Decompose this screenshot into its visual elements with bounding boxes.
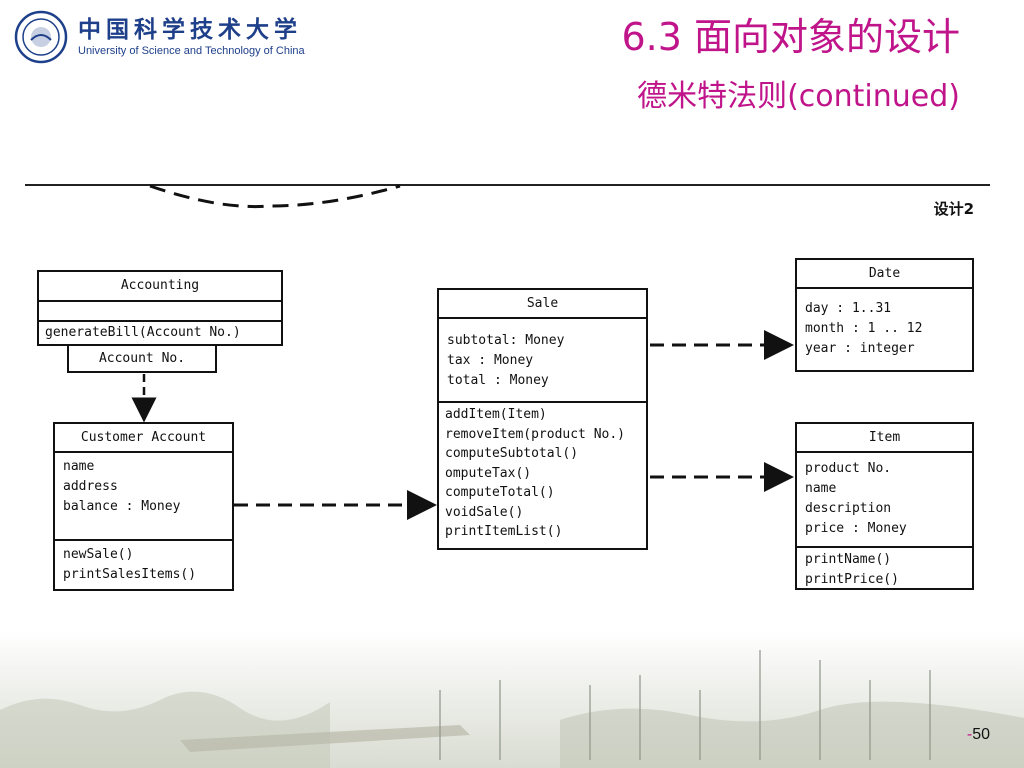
university-name-cn: 中国科学技术大学 (78, 16, 302, 43)
attribute: subtotal: Money (447, 333, 565, 348)
class-name: Sale (439, 290, 646, 319)
attributes-empty (39, 302, 281, 320)
method: removeItem(product No.) (445, 426, 626, 442)
class-name: Customer Account (55, 424, 232, 453)
method: omputeTax() (445, 465, 532, 481)
attribute: description (805, 501, 892, 516)
qualifier-label: Account No. (98, 351, 186, 366)
class-name: Accounting (39, 272, 281, 302)
slide-title: 6.3 面向对象的设计 (621, 15, 960, 59)
qualifier-account-no: Account No. (67, 344, 217, 373)
figure-label: 设计2 (933, 200, 974, 218)
class-sale: Sale subtotal: Money tax : Money total :… (437, 288, 648, 550)
method: printItemList() (445, 524, 563, 539)
attribute: tax : Money (447, 353, 534, 368)
attributes: product No. name description price : Mon… (797, 453, 972, 546)
attribute: total : Money (447, 373, 549, 388)
university-seal-icon (14, 10, 68, 64)
attribute: price : Money (805, 521, 907, 536)
method: computeTotal() (445, 485, 555, 500)
method: printSalesItems() (63, 567, 197, 582)
class-item: Item product No. name description price … (795, 422, 974, 590)
attribute: product No. (805, 461, 892, 476)
attribute: month : 1 .. 12 (805, 321, 923, 336)
class-customer-account: Customer Account name address balance : … (53, 422, 234, 591)
class-name: Date (797, 260, 972, 289)
methods: printName() printPrice() (797, 546, 972, 594)
attributes: name address balance : Money (55, 453, 232, 539)
method: printName() (805, 552, 892, 567)
method: voidSale() (445, 504, 524, 520)
methods: addItem(Item) removeItem(product No.) co… (439, 401, 646, 544)
class-accounting: Accounting generateBill(Account No.) (37, 270, 283, 346)
background-landscape-image (0, 630, 1024, 768)
page-number-dash: - (966, 726, 973, 743)
attribute: day : 1..31 (805, 301, 892, 316)
attribute: balance : Money (63, 499, 181, 514)
method: computeSubtotal() (445, 446, 579, 461)
method: addItem(Item) (445, 407, 547, 422)
attribute: name (63, 459, 95, 474)
attributes: day : 1..31 month : 1 .. 12 year : integ… (797, 289, 972, 363)
class-name: Item (797, 424, 972, 453)
attribute: year : integer (805, 341, 915, 356)
page-number: -50 (967, 726, 990, 744)
attribute: name (805, 481, 837, 496)
decorative-dashed-curve (149, 184, 401, 209)
attribute: address (63, 479, 118, 494)
methods: generateBill(Account No.) (39, 320, 281, 344)
page-number-value: 50 (972, 726, 990, 743)
method: printPrice() (805, 572, 899, 587)
method: generateBill(Account No.) (45, 325, 241, 340)
methods: newSale() printSalesItems() (55, 539, 232, 589)
class-date: Date day : 1..31 month : 1 .. 12 year : … (795, 258, 974, 372)
attributes: subtotal: Money tax : Money total : Mone… (439, 319, 646, 401)
slide-subtitle: 德米特法则(continued) (637, 79, 960, 114)
university-name-en: University of Science and Technology of … (78, 45, 305, 57)
method: newSale() (63, 547, 134, 562)
